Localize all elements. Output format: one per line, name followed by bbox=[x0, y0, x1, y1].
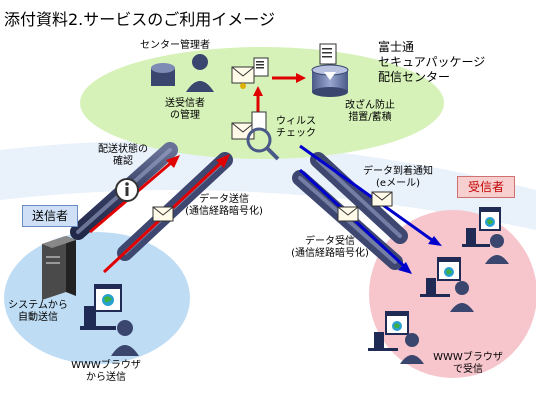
notify-label: データ到着通知 (eメール) bbox=[352, 166, 444, 190]
org-line: セキュアパッケージ bbox=[378, 55, 486, 69]
receiver-person-icon bbox=[400, 333, 424, 364]
manage-line: の管理 bbox=[170, 110, 200, 121]
sender-browser-label: WWWブラウザ から送信 bbox=[66, 360, 146, 384]
send-line: (通信経路暗号化) bbox=[185, 206, 263, 217]
virus-check-label: ウィルス チェック bbox=[276, 116, 316, 140]
send-line: データ送信 bbox=[199, 194, 249, 205]
receiver-pc-icon bbox=[420, 257, 461, 297]
receiver-person-icon bbox=[450, 281, 474, 312]
status-label: 配送状態の 確認 bbox=[88, 144, 158, 168]
sender-browser-line: WWWブラウザ bbox=[71, 360, 141, 371]
system-line: システムから bbox=[8, 300, 68, 311]
receive-label: データ受信 (通信経路暗号化) bbox=[280, 236, 380, 260]
storage-disk-icon bbox=[311, 64, 349, 97]
receiver-box: 受信者 bbox=[457, 176, 515, 198]
org-line: 富士通 bbox=[378, 40, 415, 54]
system-line: 自動送信 bbox=[18, 312, 58, 323]
notify-arrow bbox=[299, 144, 442, 246]
system-send-label: システムから 自動送信 bbox=[0, 300, 76, 324]
manage-label: 送受信者 の管理 bbox=[150, 98, 220, 122]
receive-line: データ受信 bbox=[305, 236, 355, 247]
magnifier-icon bbox=[246, 127, 280, 161]
sender-browser-line: から送信 bbox=[86, 372, 126, 383]
virus-line: ウィルス bbox=[276, 116, 316, 127]
store-line: 措置/蓄積 bbox=[348, 112, 392, 123]
receiver-person-icon bbox=[485, 234, 509, 264]
org-line: 配信センター bbox=[378, 70, 451, 84]
receiver-browser-label: WWWブラウザ で受信 bbox=[428, 352, 508, 376]
envelope-icon bbox=[371, 191, 393, 207]
sender-person-icon bbox=[111, 320, 139, 356]
receiver-browser-line: で受信 bbox=[453, 364, 483, 375]
notify-line: (eメール) bbox=[376, 178, 420, 189]
receiver-pc-icon bbox=[462, 207, 501, 247]
receive-line: (通信経路暗号化) bbox=[291, 248, 369, 259]
doc-envelope-icon bbox=[231, 57, 269, 89]
admin-label: センター管理者 bbox=[140, 40, 210, 51]
manage-line: 送受信者 bbox=[165, 98, 205, 109]
receiver-pc-icon bbox=[368, 311, 409, 351]
notify-pipe bbox=[310, 152, 408, 244]
receiver-browser-line: WWWブラウザ bbox=[433, 352, 503, 363]
page-title: 添付資料2.サービスのご利用イメージ bbox=[4, 10, 275, 29]
envelope-icon bbox=[152, 206, 174, 222]
status-line: 配送状態の bbox=[98, 144, 148, 155]
document-icon bbox=[319, 43, 337, 65]
virus-line: チェック bbox=[276, 128, 316, 139]
info-icon bbox=[115, 178, 139, 202]
sender-pc-icon bbox=[80, 284, 122, 330]
status-line: 確認 bbox=[113, 156, 133, 167]
admin-person-icon bbox=[151, 54, 214, 92]
envelope-icon bbox=[337, 206, 359, 222]
server-tower-icon bbox=[42, 236, 76, 300]
notify-line: データ到着通知 bbox=[363, 166, 433, 177]
send-label: データ送信 (通信経路暗号化) bbox=[174, 194, 274, 218]
org-label: 富士通 セキュアパッケージ 配信センター bbox=[378, 40, 485, 85]
store-label: 改ざん防止 措置/蓄積 bbox=[332, 100, 408, 124]
store-line: 改ざん防止 bbox=[345, 100, 395, 111]
sender-box: 送信者 bbox=[22, 205, 78, 227]
